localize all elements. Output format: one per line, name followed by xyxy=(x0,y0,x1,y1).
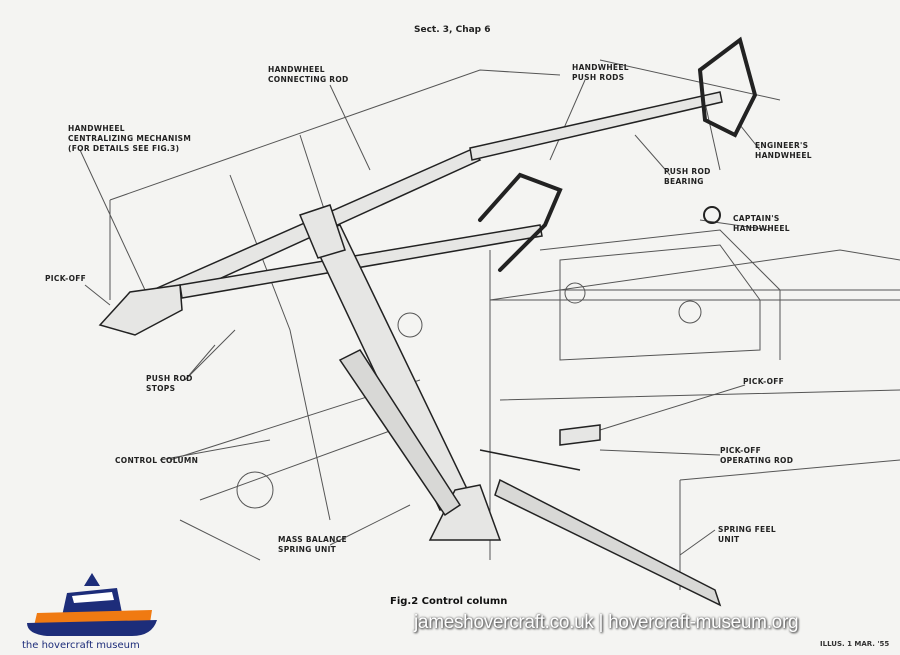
figure-caption: Fig.2 Control column xyxy=(390,596,508,607)
label-engineers-handwheel: ENGINEER'S HANDWHEEL xyxy=(755,141,812,160)
label-pick-off-operating-rod: PICK-OFF OPERATING ROD xyxy=(720,446,794,465)
label-captains-handwheel: CAPTAIN'S HANDWHEEL xyxy=(733,214,790,233)
label-mass-balance-spring-unit: MASS BALANCE SPRING UNIT xyxy=(278,535,347,554)
label-spring-feel-unit: SPRING FEEL UNIT xyxy=(718,525,776,544)
logo-text: the hovercraft museum xyxy=(22,640,140,651)
label-handwheel-push-rods: HANDWHEEL PUSH RODS xyxy=(572,63,629,82)
label-pick-off-right: PICK-OFF xyxy=(743,377,785,386)
label-handwheel-connecting-rod: HANDWHEEL CONNECTING ROD xyxy=(268,65,349,84)
watermark: jameshovercraft.co.uk | hovercraft-museu… xyxy=(414,612,799,633)
drawing-code: ILLUS. 1 MAR. '55 xyxy=(820,640,890,648)
label-control-column: CONTROL COLUMN xyxy=(115,456,199,465)
label-centralizing-mechanism: HANDWHEEL CENTRALIZING MECHANISM (FOR DE… xyxy=(68,124,192,153)
hovercraft-museum-logo xyxy=(27,573,157,636)
label-push-rod-stops: PUSH ROD STOPS xyxy=(146,374,193,393)
section-header: Sect. 3, Chap 6 xyxy=(414,25,491,35)
label-push-rod-bearing: PUSH ROD BEARING xyxy=(664,167,711,186)
label-pick-off-left: PICK-OFF xyxy=(45,274,87,283)
